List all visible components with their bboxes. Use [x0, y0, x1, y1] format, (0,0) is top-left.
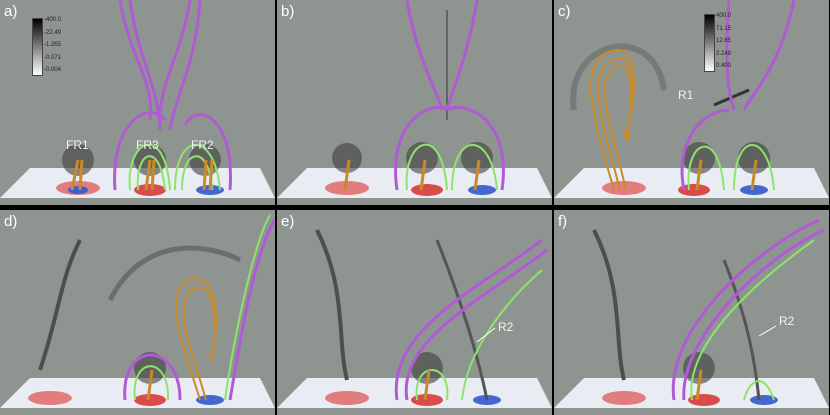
colorbar-ticks: -400.0 -22.49 -1.265 -0.071 -0.004 — [44, 17, 61, 80]
annotation-r1: R1 — [678, 88, 694, 102]
annotation-fr2: FR2 — [191, 138, 214, 152]
panel-c-scene — [554, 0, 829, 198]
annotation-fr3: FR3 — [136, 138, 159, 152]
panel-label: f) — [558, 213, 568, 230]
panel-label: a) — [4, 3, 18, 20]
panel-b: b) — [277, 0, 552, 205]
colorbar-tick: -1.265 — [44, 42, 62, 48]
panel-label: c) — [558, 3, 571, 20]
colorbar-tick: -0.071 — [44, 54, 62, 61]
panel-e: e) R2 — [277, 210, 552, 415]
colorbar-tick: 0.400 — [716, 63, 732, 69]
panel-f: f) R2 — [554, 210, 829, 415]
colorbar-tick: 71.15 — [716, 25, 732, 32]
panel-e-scene — [277, 229, 552, 408]
panel-f-scene — [554, 218, 829, 408]
panel-label: d) — [4, 213, 18, 230]
colorbar-tick: -0.004 — [44, 67, 62, 73]
colorbar-tick: 2.249 — [716, 50, 732, 57]
panel-d: d) — [0, 210, 275, 415]
colorbar-tick: 12.65 — [716, 38, 732, 44]
panel-a: a) -400.0 -22.49 -1.265 -0.071 -0.004 FR… — [0, 0, 275, 205]
colorbar-tick: 400.0 — [716, 13, 732, 19]
colorbar-tick: -400.0 — [44, 17, 62, 23]
panel-label: b) — [281, 3, 295, 20]
panel-label: e) — [281, 213, 295, 230]
colorbar-tick: -22.49 — [44, 29, 62, 36]
panel-d-scene — [0, 214, 275, 408]
panel-c: c) 400.0 71.15 12.65 2.249 0.400 R1 — [554, 0, 829, 205]
annotation-fr1: FR1 — [66, 138, 89, 152]
panel-b-scene — [277, 0, 552, 198]
colorbar — [32, 18, 43, 76]
panel-a-scene — [0, 0, 275, 198]
colorbar-ticks: 400.0 71.15 12.65 2.249 0.400 — [716, 13, 731, 76]
colorbar — [704, 14, 715, 72]
annotation-r2: R2 — [498, 320, 514, 334]
annotation-r2: R2 — [779, 314, 795, 328]
